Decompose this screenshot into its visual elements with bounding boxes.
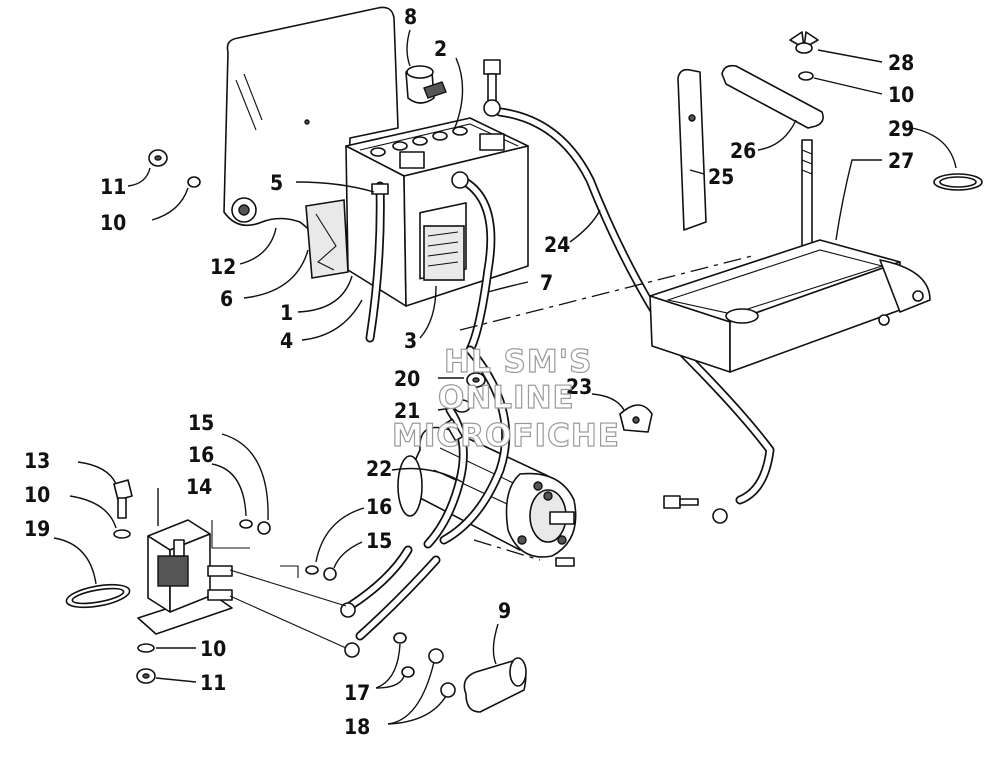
callout-12: 12 (210, 255, 236, 279)
watermark: HL SM'S ONLINE MICROFICHE (391, 343, 620, 454)
callout-10-bottom: 10 (200, 637, 226, 661)
solenoid-cables (340, 545, 441, 658)
solenoid-bolt (113, 479, 133, 519)
callout-27: 27 (888, 149, 914, 173)
callout-16-lower: 16 (366, 495, 392, 519)
callout-8: 8 (404, 5, 417, 29)
callout-10-tray: 10 (888, 83, 914, 107)
assembly-line-b (229, 595, 347, 649)
callout-6: 6 (220, 287, 233, 311)
battery-vent-tube (365, 181, 389, 343)
callout-3: 3 (404, 329, 417, 353)
cable-tie-left (65, 583, 131, 609)
callout-11-top: 11 (100, 175, 126, 199)
centerline-starter (473, 539, 541, 561)
callout-16-upper: 16 (188, 443, 214, 467)
positive-terminal-boot (479, 133, 505, 151)
nut-15b (323, 567, 337, 581)
callout-10-top: 10 (100, 211, 126, 235)
callout-9: 9 (498, 599, 511, 623)
callout-7: 7 (540, 271, 553, 295)
callout-2: 2 (434, 37, 447, 61)
starter-bolt (555, 557, 575, 567)
battery-cover-panel (223, 6, 399, 261)
callout-29: 29 (888, 117, 914, 141)
callout-1: 1 (280, 301, 293, 325)
washer-10-bottom (137, 643, 155, 653)
terminal-boot-9 (463, 657, 527, 713)
battery-bolt (483, 59, 501, 103)
washer-16b (305, 565, 319, 575)
callout-26: 26 (730, 139, 756, 163)
battery-tray-bracket (677, 68, 707, 231)
negative-terminal-boot (399, 151, 425, 169)
watermark-line-3: MICROFICHE (392, 418, 620, 454)
positive-battery-cable (451, 171, 496, 355)
nut-18a (428, 648, 444, 664)
starter-cable (423, 345, 511, 549)
battery-vent-caps (370, 126, 468, 157)
hold-down-strap (721, 64, 824, 129)
terminal-cap-red (405, 65, 447, 104)
callout-labels: 8 2 11 10 5 12 6 1 4 3 7 24 28 10 26 29 … (24, 5, 914, 739)
assembly-line-c (211, 520, 250, 549)
cable-tie-right (933, 173, 983, 191)
assembly-line-d (280, 565, 299, 578)
callout-14: 14 (186, 475, 212, 499)
nut-15a (257, 521, 271, 535)
washer-10-top-left (187, 176, 201, 188)
washer-17a (393, 632, 407, 644)
battery-label (423, 225, 465, 281)
nut-20 (466, 372, 486, 388)
starter-solenoid (137, 519, 233, 635)
battery-tray (649, 239, 931, 373)
nut-11-top (148, 149, 168, 167)
callout-20: 20 (394, 367, 420, 391)
centerline-tray (459, 255, 753, 331)
callout-23: 23 (566, 375, 592, 399)
callout-17: 17 (344, 681, 370, 705)
ground-bolt (663, 495, 699, 509)
callout-10-solenoid: 10 (24, 483, 50, 507)
nut-11-bottom (136, 668, 156, 684)
watermark-line-2: ONLINE (438, 380, 575, 416)
assembly-line-a (229, 569, 347, 607)
callout-22: 22 (366, 457, 392, 481)
callout-15-upper: 15 (188, 411, 214, 435)
callout-24: 24 (544, 233, 570, 257)
watermark-line-1: HL SM'S (444, 344, 592, 380)
cable-clamp-23 (619, 404, 653, 433)
callout-15-lower: 15 (366, 529, 392, 553)
battery-pad (305, 199, 349, 279)
wing-nut (789, 31, 819, 54)
washer-17b (401, 666, 415, 678)
washer-10-solenoid (113, 529, 131, 539)
callout-21: 21 (394, 399, 420, 423)
callout-13: 13 (24, 449, 50, 473)
washer-16a (239, 519, 253, 529)
starter-motor (397, 426, 577, 558)
callout-18: 18 (344, 715, 370, 739)
callout-11-bottom: 11 (200, 671, 226, 695)
leader-lines (53, 29, 957, 725)
battery (345, 117, 529, 307)
callout-25: 25 (708, 165, 734, 189)
callout-28: 28 (888, 51, 914, 75)
starter-terminal-stud (444, 418, 464, 442)
callout-5: 5 (270, 171, 283, 195)
nut-18b (440, 682, 456, 698)
lockwasher-21 (453, 399, 471, 413)
callout-4: 4 (280, 329, 293, 353)
washer-top (798, 71, 814, 81)
callout-19: 19 (24, 517, 50, 541)
